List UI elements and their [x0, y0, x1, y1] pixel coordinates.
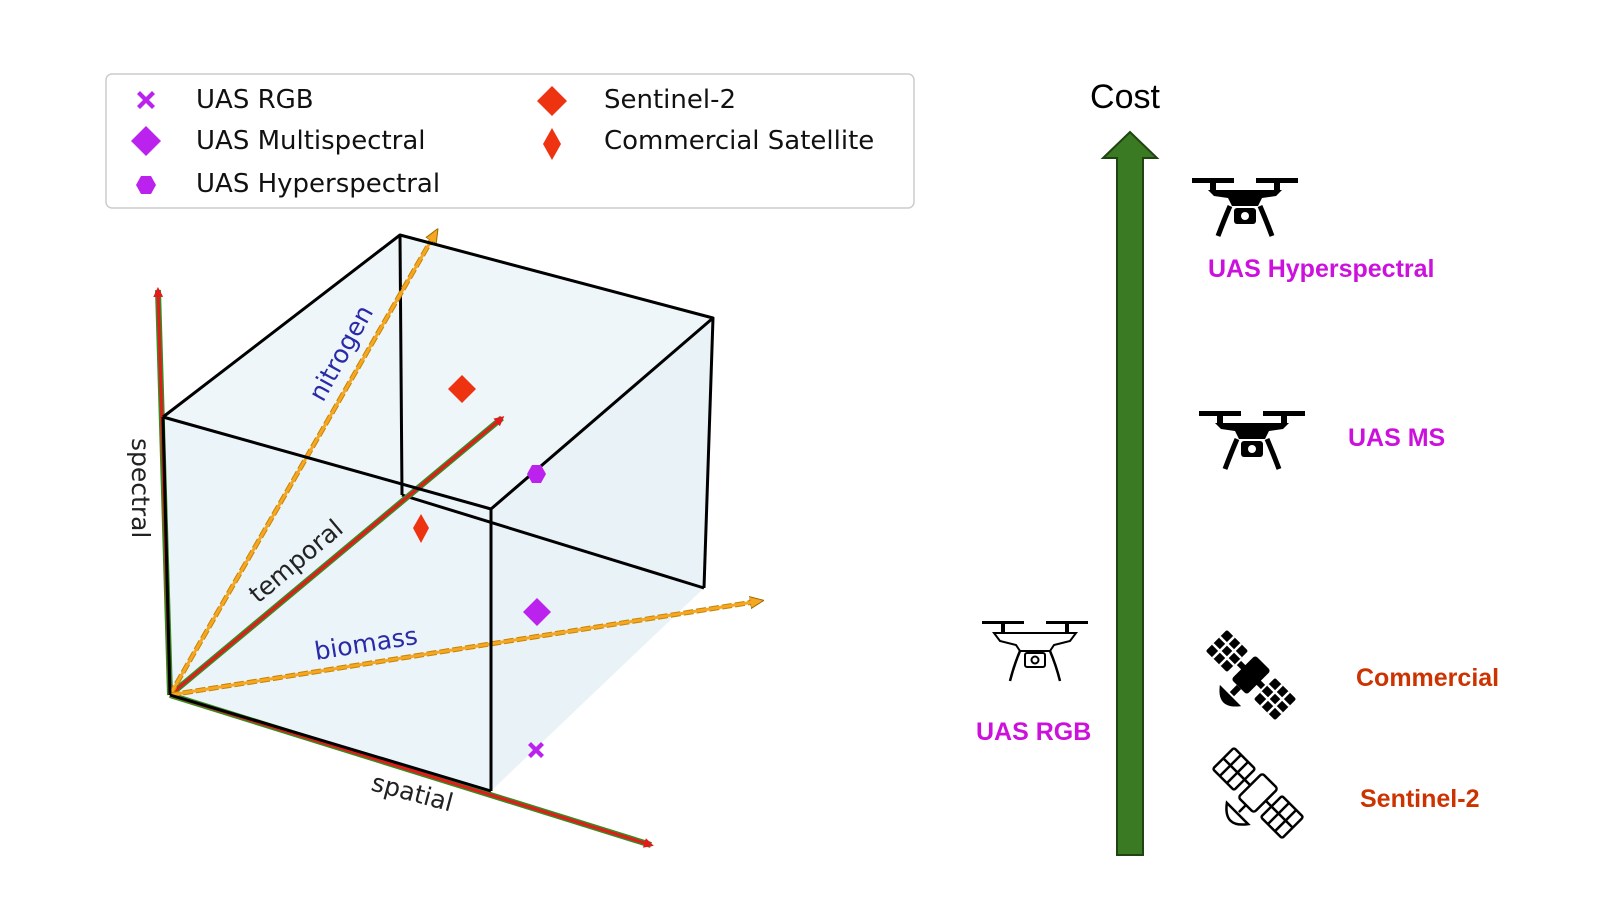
legend: UAS RGB UAS Multispectral UAS Hyperspect…: [105, 73, 915, 209]
legend-frame: [105, 73, 915, 209]
marker-uas-hyperspectral: [527, 465, 546, 483]
legend-label-uas-rgb: UAS RGB: [196, 85, 314, 115]
drone-filled-icon: [1199, 411, 1305, 469]
axis-label-spectral: spectral: [126, 438, 155, 538]
drone-filled-icon: [1192, 178, 1298, 236]
legend-marker-commercial-satellite: [543, 128, 561, 160]
legend-label-uas-multispectral: UAS Multispectral: [196, 126, 426, 156]
satellite-filled-icon: [1196, 627, 1299, 730]
platform-label-uas-rgb: UAS RGB: [976, 718, 1091, 746]
platform-label-uas-ms: UAS MS: [1348, 424, 1445, 452]
cube-edges: [161, 233, 715, 793]
marker-commercial-satellite: [413, 514, 429, 543]
cost-arrow: [1100, 130, 1160, 856]
satellite-outline-icon: [1203, 745, 1306, 848]
cost-title: Cost: [1090, 78, 1160, 116]
cube-face-top: [163, 235, 713, 509]
marker-uas-multispectral: [523, 598, 551, 626]
legend-marker-uas-rgb: [137, 91, 155, 109]
legend-label-uas-hyperspectral: UAS Hyperspectral: [196, 169, 440, 199]
legend-label-sentinel-2: Sentinel-2: [604, 85, 736, 115]
platform-label-uas-hyperspectral: UAS Hyperspectral: [1208, 255, 1434, 283]
platform-label-sentinel-2: Sentinel-2: [1360, 785, 1479, 813]
legend-label-commercial-satellite: Commercial Satellite: [604, 126, 874, 156]
cube-diagram: spectral temporal spatial nitrogen bioma…: [126, 232, 760, 848]
marker-uas-rgb: [528, 742, 544, 758]
platform-label-commercial: Commercial: [1356, 664, 1499, 692]
legend-marker-uas-multispectral: [131, 126, 161, 156]
legend-marker-sentinel-2: [537, 86, 567, 116]
cost-scale: Cost UAS Hyperspectral UAS MS UAS RGB Co…: [976, 78, 1499, 856]
cube-face-front: [163, 417, 491, 791]
cube-hidden-edges: [398, 234, 705, 590]
marker-sentinel-2: [448, 375, 476, 403]
legend-marker-uas-hyperspectral: [136, 176, 156, 194]
cube-face-right: [491, 318, 713, 791]
drone-outline-icon: [980, 619, 1090, 683]
